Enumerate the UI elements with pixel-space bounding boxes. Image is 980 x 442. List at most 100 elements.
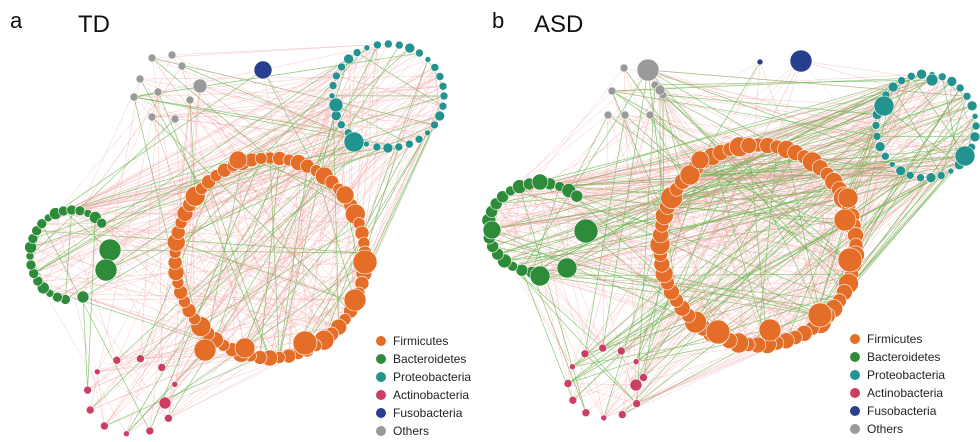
td-proteobacteria-node bbox=[328, 81, 338, 90]
td-proteobacteria-node bbox=[438, 82, 448, 91]
negative-correlation-edge bbox=[539, 273, 852, 277]
negative-correlation-edge bbox=[667, 206, 846, 221]
asd-proteobacteria-node bbox=[955, 83, 965, 93]
positive-correlation-edge bbox=[920, 87, 961, 178]
td-others-node bbox=[129, 92, 139, 102]
positive-correlation-edge bbox=[688, 283, 849, 316]
positive-correlation-edge bbox=[786, 181, 835, 341]
positive-correlation-edge bbox=[539, 181, 668, 284]
asd-proteobacteria-node bbox=[872, 132, 882, 141]
td-bacteroidetes-node bbox=[52, 291, 63, 303]
legend-asd-others-swatch bbox=[850, 424, 860, 434]
negative-correlation-edge bbox=[48, 69, 264, 219]
positive-correlation-edge bbox=[366, 67, 435, 145]
positive-correlation-edge bbox=[82, 213, 356, 298]
td-proteobacteria-node bbox=[383, 39, 393, 49]
positive-correlation-edge bbox=[636, 225, 855, 404]
positive-correlation-edge bbox=[306, 104, 337, 351]
positive-correlation-edge bbox=[223, 143, 410, 346]
positive-correlation-edge bbox=[49, 272, 177, 294]
positive-correlation-edge bbox=[820, 81, 952, 168]
legend-td-firmicutes-label: Firmicutes bbox=[393, 334, 448, 348]
asd-proteobacteria-node bbox=[947, 167, 955, 175]
asd-fusobacteria-node bbox=[789, 49, 813, 73]
positive-correlation-edge bbox=[240, 139, 358, 354]
positive-correlation-edge bbox=[491, 181, 683, 212]
positive-correlation-edge bbox=[521, 182, 540, 271]
negative-correlation-edge bbox=[851, 175, 942, 275]
td-actinobacteria-node bbox=[123, 430, 130, 438]
positive-correlation-edge bbox=[363, 106, 444, 244]
positive-correlation-edge bbox=[341, 124, 428, 134]
positive-correlation-edge bbox=[180, 222, 332, 335]
negative-correlation-edge bbox=[611, 90, 665, 216]
positive-correlation-edge bbox=[55, 213, 105, 427]
td-proteobacteria-node bbox=[415, 48, 424, 58]
negative-correlation-edge bbox=[109, 249, 365, 254]
asd-actinobacteria-node bbox=[632, 358, 640, 365]
positive-correlation-edge bbox=[491, 211, 787, 341]
positive-correlation-edge bbox=[71, 44, 378, 211]
legend-td-bacteroidetes-label: Bacteroidetes bbox=[393, 352, 466, 366]
legend-asd-bacteroidetes-swatch bbox=[850, 352, 860, 362]
negative-correlation-edge bbox=[521, 270, 574, 401]
td-bacteroidetes-node bbox=[94, 258, 118, 282]
positive-correlation-edge bbox=[502, 69, 649, 197]
asd-firmicutes-node bbox=[758, 318, 782, 342]
asd-actinobacteria-node bbox=[629, 378, 643, 392]
negative-correlation-edge bbox=[539, 181, 821, 316]
positive-correlation-edge bbox=[189, 99, 365, 274]
td-proteobacteria-node bbox=[394, 40, 404, 50]
positive-correlation-edge bbox=[200, 59, 429, 327]
positive-correlation-edge bbox=[244, 67, 436, 349]
positive-correlation-edge bbox=[623, 67, 805, 334]
positive-correlation-edge bbox=[539, 219, 846, 277]
asd-proteobacteria-node bbox=[905, 171, 915, 180]
positive-correlation-edge bbox=[539, 182, 768, 345]
asd-proteobacteria-node bbox=[937, 72, 947, 82]
legend-asd-firmicutes-swatch bbox=[850, 334, 860, 344]
positive-correlation-edge bbox=[244, 146, 378, 349]
asd-others-node bbox=[645, 110, 655, 120]
negative-correlation-edge bbox=[427, 59, 444, 87]
td-actinobacteria-node bbox=[136, 354, 145, 364]
positive-correlation-edge bbox=[168, 85, 201, 419]
positive-correlation-edge bbox=[636, 327, 704, 404]
positive-correlation-edge bbox=[502, 196, 587, 413]
positive-correlation-edge bbox=[662, 94, 705, 162]
positive-correlation-edge bbox=[315, 106, 444, 346]
positive-correlation-edge bbox=[671, 197, 721, 338]
td-firmicutes-node bbox=[292, 330, 318, 356]
positive-correlation-edge bbox=[603, 331, 719, 419]
td-proteobacteria-node bbox=[382, 142, 394, 154]
positive-correlation-edge bbox=[621, 244, 857, 352]
legend-asd-others-label: Others bbox=[867, 422, 903, 436]
positive-correlation-edge bbox=[224, 47, 410, 171]
negative-correlation-edge bbox=[278, 104, 337, 358]
positive-correlation-edge bbox=[491, 161, 704, 231]
positive-correlation-edge bbox=[180, 213, 356, 293]
positive-correlation-edge bbox=[37, 280, 224, 346]
legend-td-others-label: Others bbox=[393, 424, 429, 438]
positive-correlation-edge bbox=[101, 67, 435, 224]
positive-correlation-edge bbox=[491, 211, 637, 386]
negative-correlation-edge bbox=[361, 143, 410, 234]
positive-correlation-edge bbox=[71, 209, 360, 224]
positive-correlation-edge bbox=[63, 159, 290, 212]
negative-correlation-edge bbox=[512, 266, 637, 404]
legend-asd-fusobacteria-label: Fusobacteria bbox=[867, 404, 937, 418]
negative-correlation-edge bbox=[568, 114, 609, 191]
positive-correlation-edge bbox=[531, 105, 973, 273]
negative-correlation-edge bbox=[104, 357, 261, 427]
positive-correlation-edge bbox=[892, 86, 977, 127]
negative-correlation-edge bbox=[259, 158, 280, 358]
negative-correlation-edge bbox=[315, 44, 378, 171]
negative-correlation-edge bbox=[611, 90, 855, 265]
asd-proteobacteria-node bbox=[925, 172, 937, 183]
positive-correlation-edge bbox=[116, 360, 169, 419]
asd-actinobacteria-node bbox=[568, 395, 578, 405]
legend-asd-actinobacteria-swatch bbox=[850, 388, 860, 398]
positive-correlation-edge bbox=[151, 95, 445, 118]
negative-correlation-edge bbox=[87, 217, 96, 391]
negative-correlation-edge bbox=[603, 225, 663, 419]
